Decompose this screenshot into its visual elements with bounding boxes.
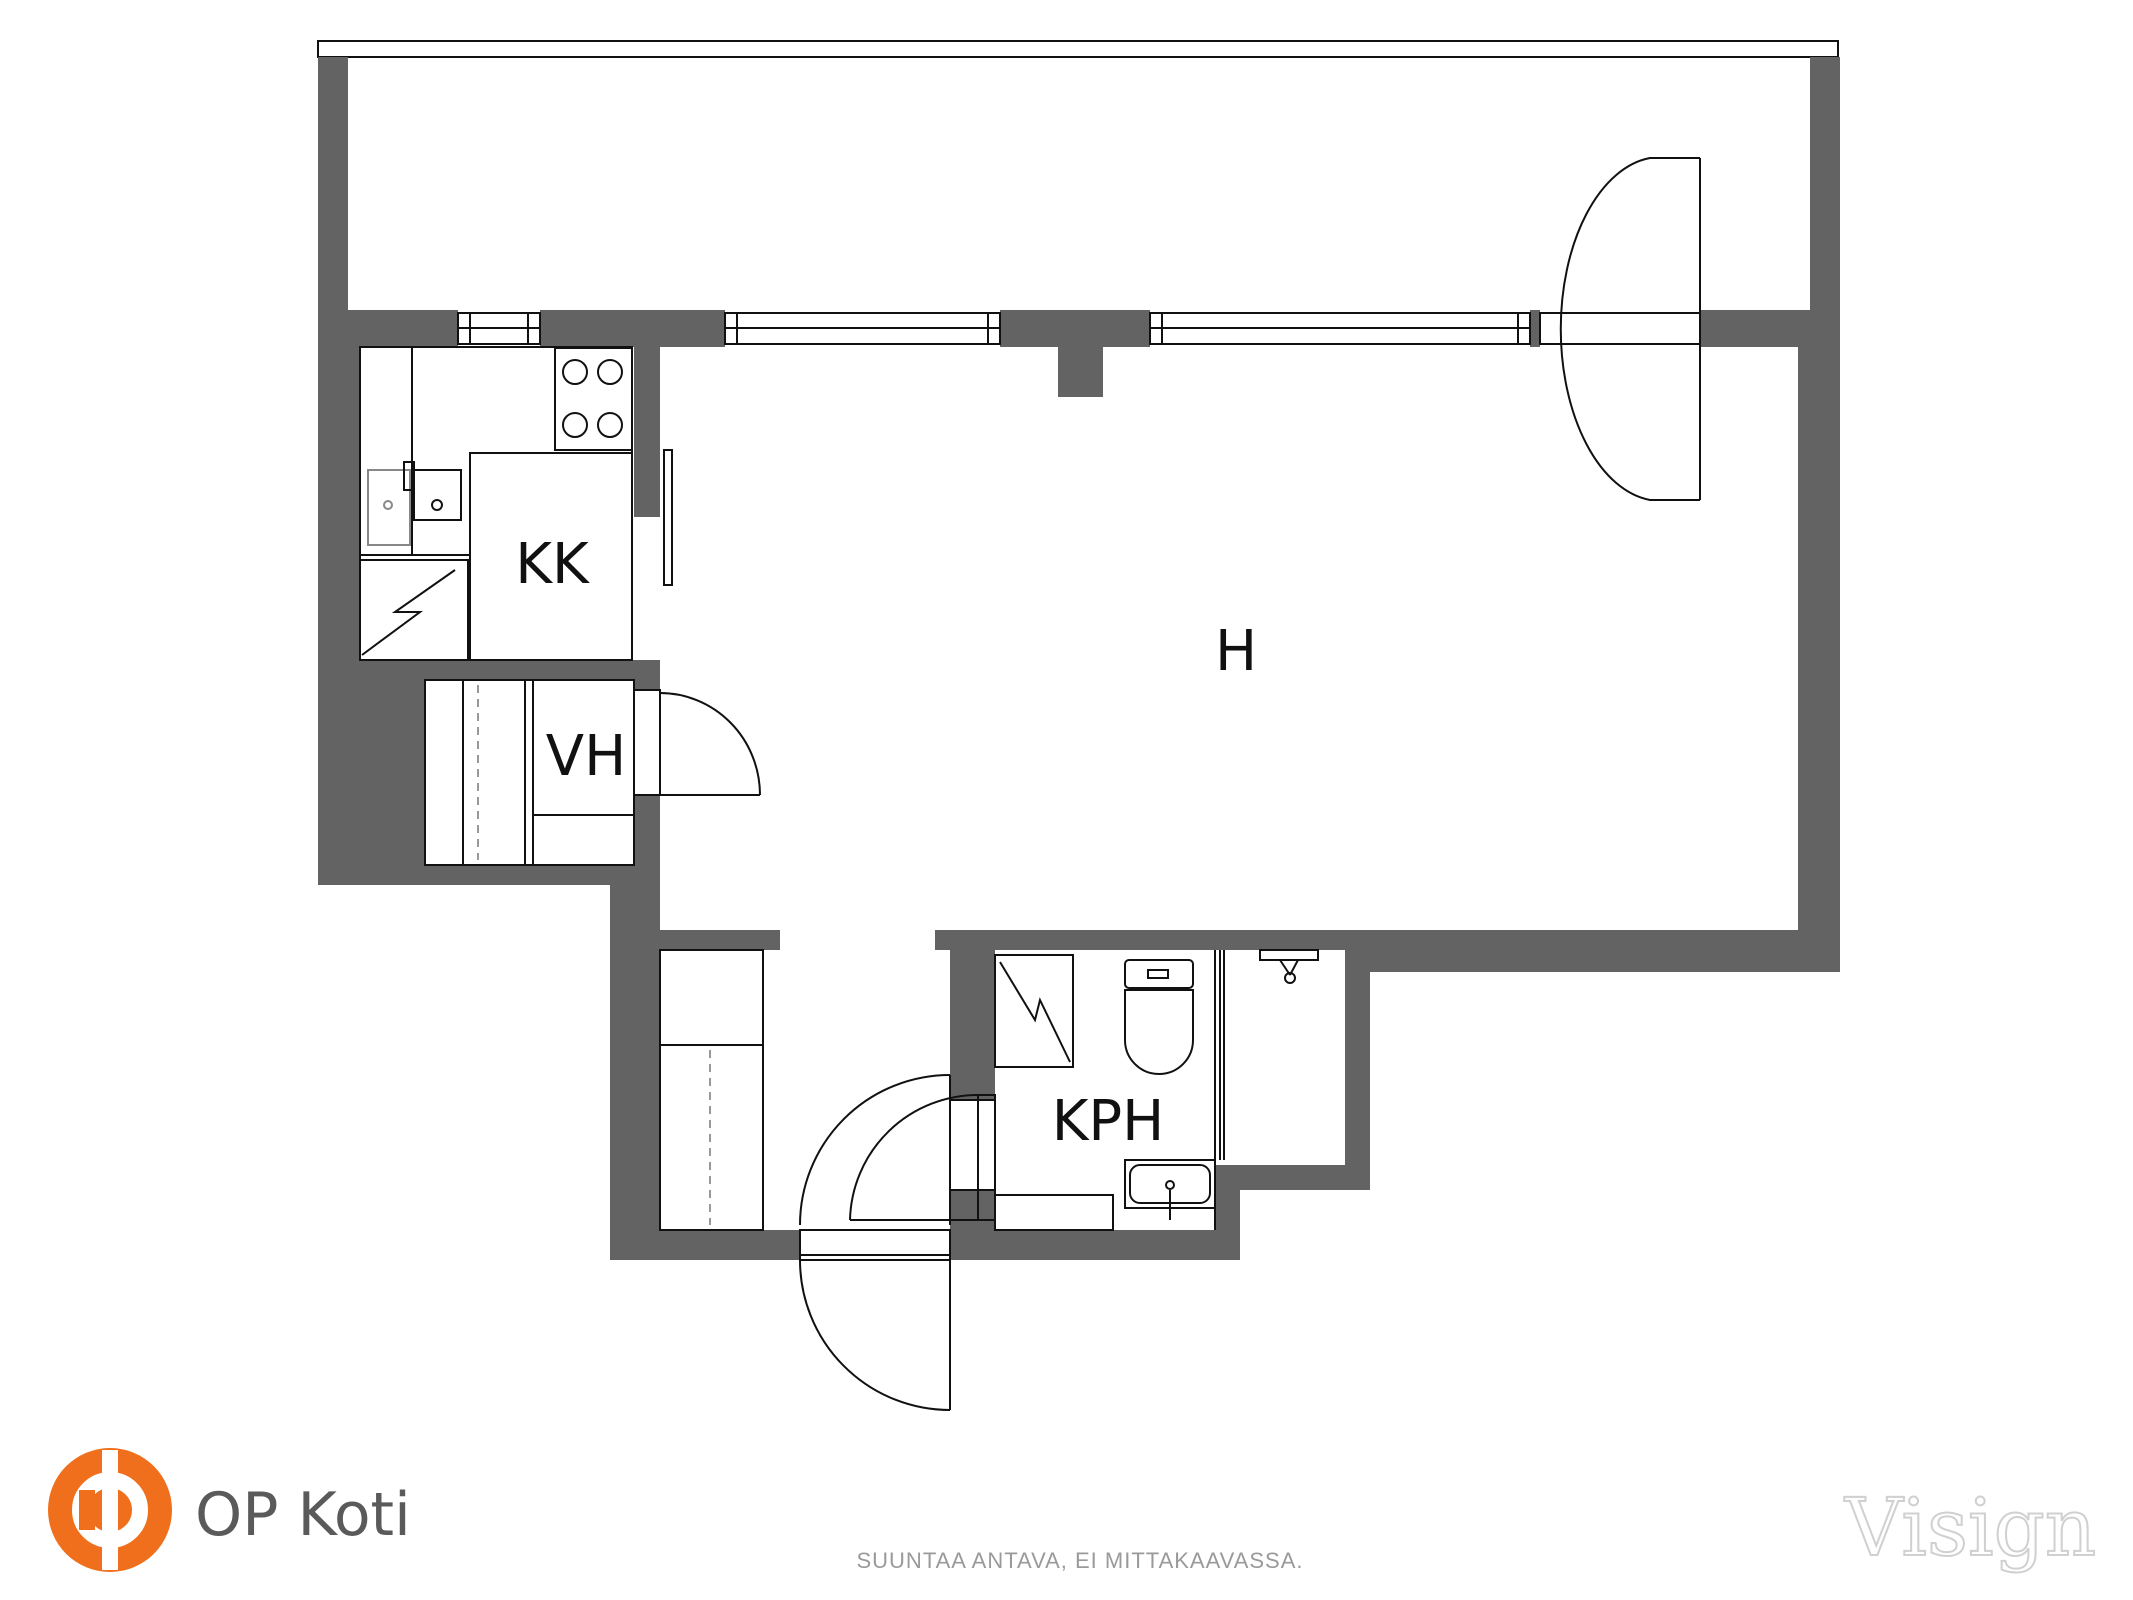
sink-icon — [1124, 1159, 1216, 1220]
hall-closets — [659, 949, 764, 1231]
entry-door-swing-icon — [799, 1074, 951, 1411]
windows — [457, 312, 1701, 345]
bathroom-fixtures — [994, 949, 1319, 1231]
room-label-vh: VH — [546, 724, 626, 789]
sink-icon — [367, 461, 462, 546]
bathroom-door-swing-icon — [849, 1094, 996, 1221]
op-logo-icon — [48, 1448, 172, 1572]
room-label-kph: KPH — [1052, 1089, 1165, 1154]
sliding-door-icon — [663, 449, 673, 586]
shower-icon — [1259, 949, 1319, 984]
closet-door-swing-icon — [633, 689, 761, 796]
stove-icon — [554, 347, 633, 451]
room-label-kk: KK — [515, 532, 590, 597]
walls — [317, 40, 1840, 1260]
balcony-door-swing-icon — [1559, 157, 1701, 501]
closet-fixtures — [424, 679, 635, 866]
kitchen-fixtures — [359, 346, 633, 661]
toilet-icon — [1124, 959, 1194, 1075]
watermark-logo: Visign — [1844, 1481, 2096, 1574]
electrical-panel-icon — [994, 954, 1074, 1068]
disclaimer-text: SUUNTAA ANTAVA, EI MITTAKAAVASSA. — [856, 1548, 1303, 1573]
brand-name: OP Koti — [195, 1480, 411, 1550]
room-label-h: H — [1215, 619, 1257, 684]
electrical-panel-icon — [359, 559, 469, 661]
